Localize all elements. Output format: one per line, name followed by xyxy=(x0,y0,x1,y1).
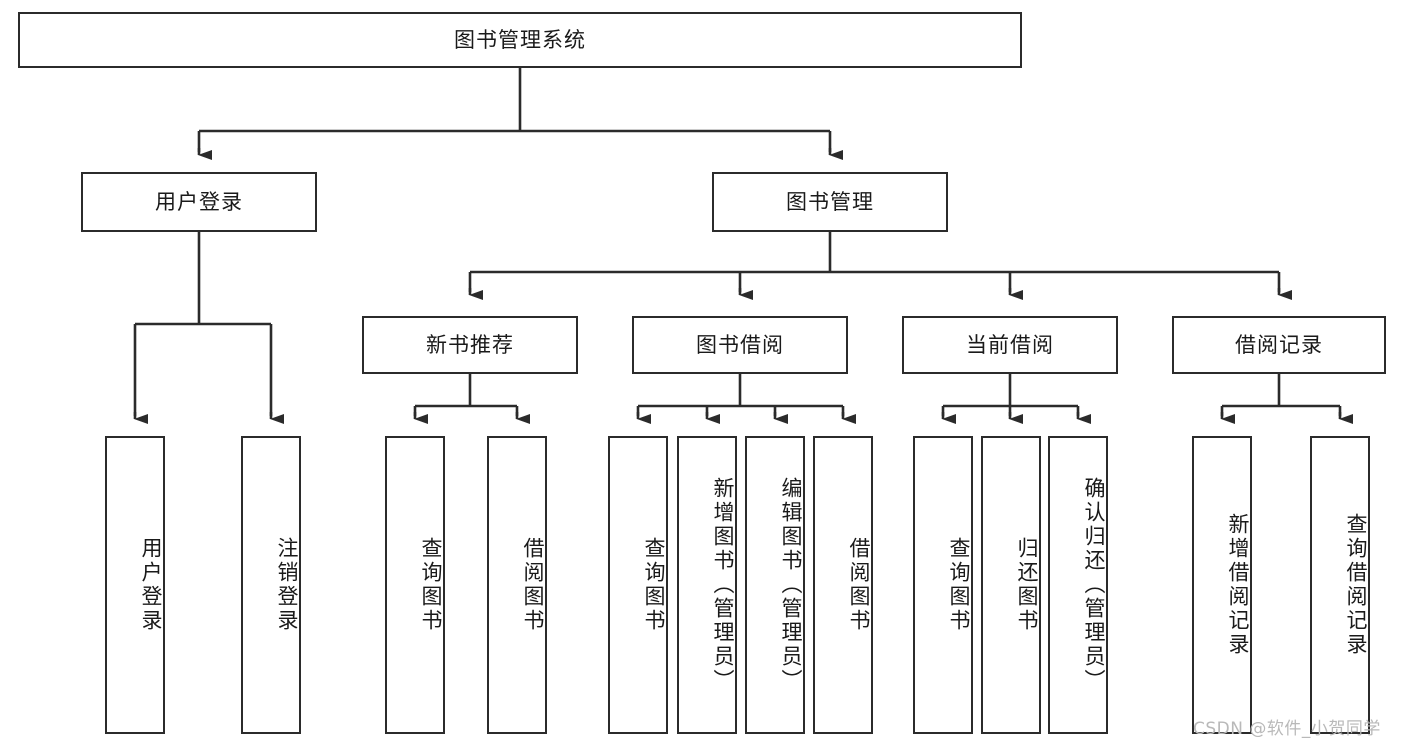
node-borrow-record[interactable]: 借阅记录 xyxy=(1172,316,1386,374)
node-leaf-user-logout[interactable]: 注销登录 xyxy=(241,436,301,734)
node-leaf-borrow-book-rec-label: 借阅图书 xyxy=(521,537,545,633)
node-leaf-add-book-admin-label: 新增图书（管理员） xyxy=(711,477,735,693)
node-user-login[interactable]: 用户登录 xyxy=(81,172,317,232)
node-leaf-borrow-book-label: 借阅图书 xyxy=(847,537,871,633)
node-root[interactable]: 图书管理系统 xyxy=(18,12,1022,68)
node-leaf-edit-book-admin[interactable]: 编辑图书（管理员） xyxy=(745,436,805,734)
node-leaf-return-book-label: 归还图书 xyxy=(1015,537,1039,633)
node-book-management[interactable]: 图书管理 xyxy=(712,172,948,232)
node-leaf-query-book-borrow[interactable]: 查询图书 xyxy=(608,436,668,734)
node-leaf-borrow-book-rec[interactable]: 借阅图书 xyxy=(487,436,547,734)
node-leaf-user-logout-label: 注销登录 xyxy=(275,537,299,633)
node-leaf-add-book-admin[interactable]: 新增图书（管理员） xyxy=(677,436,737,734)
node-leaf-query-borrow-record-label: 查询借阅记录 xyxy=(1344,513,1368,657)
node-leaf-query-book-current-label: 查询图书 xyxy=(947,537,971,633)
node-leaf-query-borrow-record[interactable]: 查询借阅记录 xyxy=(1310,436,1370,734)
node-new-book-recommend[interactable]: 新书推荐 xyxy=(362,316,578,374)
node-leaf-query-book-borrow-label: 查询图书 xyxy=(642,537,666,633)
node-leaf-confirm-return-admin-label: 确认归还（管理员） xyxy=(1082,477,1106,693)
node-leaf-confirm-return-admin[interactable]: 确认归还（管理员） xyxy=(1048,436,1108,734)
node-leaf-query-book-current[interactable]: 查询图书 xyxy=(913,436,973,734)
node-leaf-query-book-rec-label: 查询图书 xyxy=(419,537,443,633)
node-book-borrow[interactable]: 图书借阅 xyxy=(632,316,848,374)
node-leaf-user-login[interactable]: 用户登录 xyxy=(105,436,165,734)
node-leaf-return-book[interactable]: 归还图书 xyxy=(981,436,1041,734)
csdn-watermark: CSDN @软件_小贺同学 xyxy=(1193,719,1381,739)
node-leaf-borrow-book[interactable]: 借阅图书 xyxy=(813,436,873,734)
node-leaf-edit-book-admin-label: 编辑图书（管理员） xyxy=(779,477,803,693)
node-leaf-add-borrow-record-label: 新增借阅记录 xyxy=(1226,513,1250,657)
node-current-borrow[interactable]: 当前借阅 xyxy=(902,316,1118,374)
node-leaf-query-book-rec[interactable]: 查询图书 xyxy=(385,436,445,734)
node-leaf-add-borrow-record[interactable]: 新增借阅记录 xyxy=(1192,436,1252,734)
node-leaf-user-login-label: 用户登录 xyxy=(139,537,163,633)
